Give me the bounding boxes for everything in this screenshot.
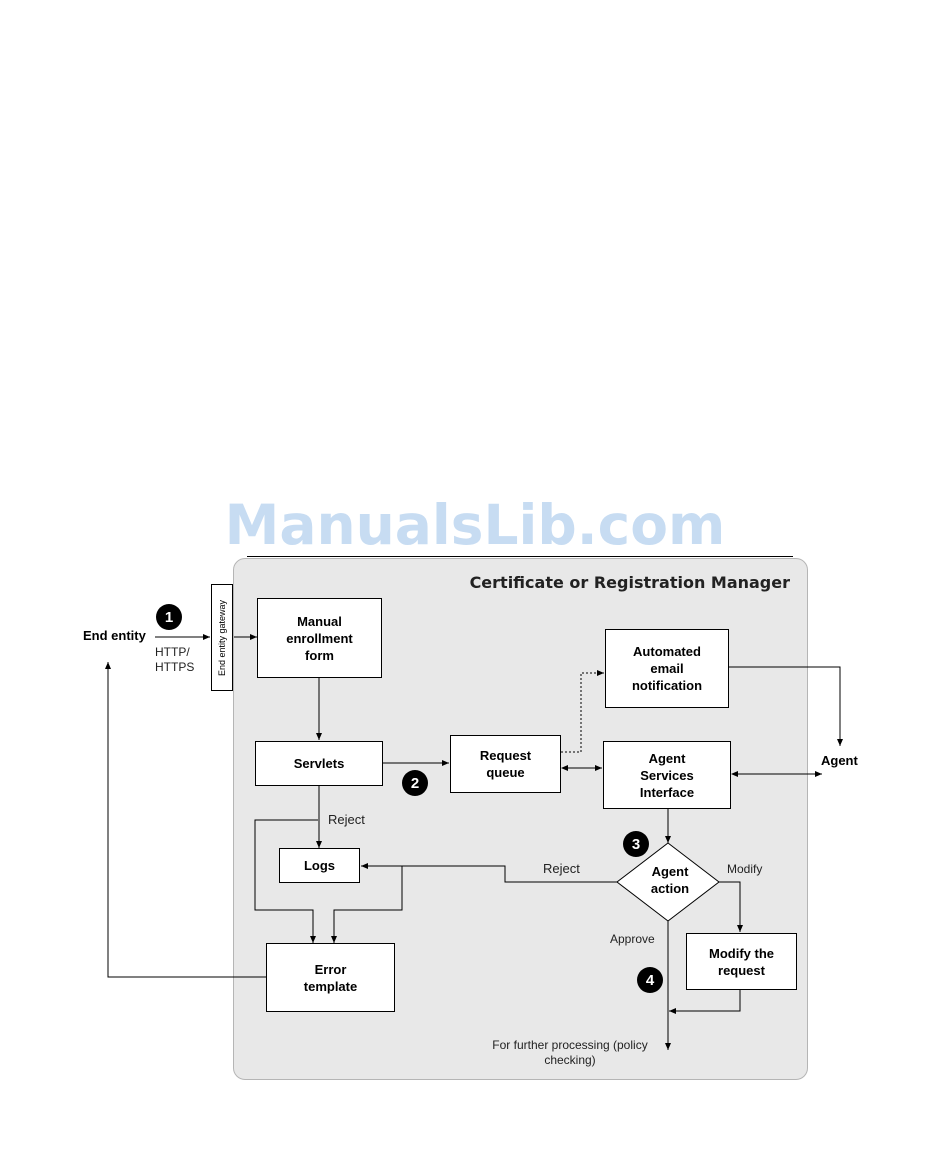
step-4-marker: 4 (637, 967, 663, 993)
email-notification-box: Automated email notification (605, 629, 729, 708)
further-processing-label: For further processing (policy checking) (492, 1038, 648, 1067)
reject-label-servlets: Reject (328, 812, 365, 827)
step-3-marker: 3 (623, 831, 649, 857)
approve-label: Approve (610, 932, 655, 946)
modify-label: Modify (727, 862, 763, 876)
step-1-marker: 1 (156, 604, 182, 630)
agent-label: Agent (821, 753, 858, 768)
end-entity-label: End entity (83, 628, 146, 643)
agent-services-interface-box: Agent Services Interface (603, 741, 731, 809)
modify-request-box: Modify the request (686, 933, 797, 990)
servlets-box: Servlets (255, 741, 383, 786)
manual-enrollment-form-box: Manual enrollment form (257, 598, 382, 678)
request-queue-box: Request queue (450, 735, 561, 793)
error-template-box: Error template (266, 943, 395, 1012)
panel-title: Certificate or Registration Manager (469, 573, 790, 592)
end-entity-gateway: End entity gateway (211, 584, 233, 691)
watermark: ManualsLib.com (224, 493, 726, 557)
gateway-label: End entity gateway (217, 599, 227, 676)
logs-box: Logs (279, 848, 360, 883)
protocol-label: HTTP/ HTTPS (155, 645, 195, 674)
agent-action-decision: Agent action (650, 864, 690, 896)
panel-top-rule (247, 556, 793, 557)
step-2-marker: 2 (402, 770, 428, 796)
reject-label-agent: Reject (543, 861, 580, 876)
